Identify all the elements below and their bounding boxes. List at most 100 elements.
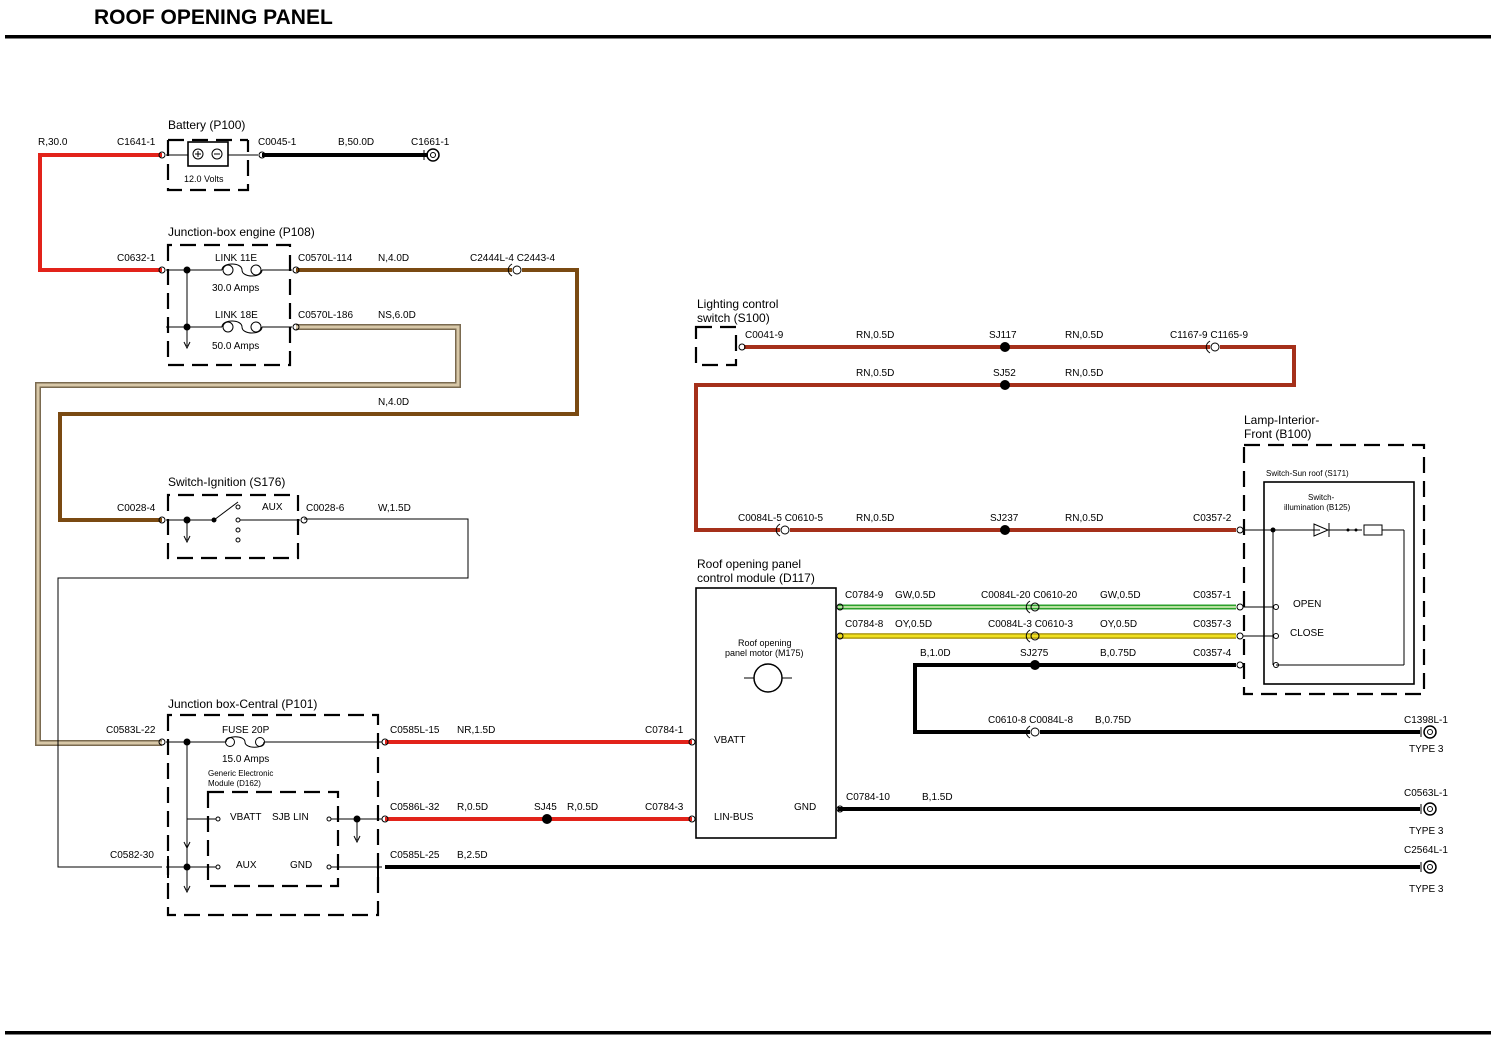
footer-rule	[5, 1031, 1491, 1035]
gem-vbatt-label: VBATT	[230, 812, 261, 823]
splice-sj117	[1000, 342, 1010, 352]
conn-c0586: C0586L-32	[390, 802, 440, 813]
lighting-switch-label-2: switch (S100)	[697, 311, 770, 325]
conn-sj52: SJ52	[993, 368, 1016, 379]
gem-gnd-label: GND	[290, 860, 312, 871]
module-linbus-label: LIN-BUS	[714, 812, 754, 823]
wire-label-rn5: RN,0.5D	[856, 513, 894, 524]
wire-label-r05a: R,0.5D	[457, 802, 488, 813]
conn-c0357-4: C0357-4	[1193, 648, 1232, 659]
conn-c0357-2: C0357-2	[1193, 513, 1232, 524]
lamp-label-2: Front (B100)	[1244, 427, 1311, 441]
wire-label-rn2: RN,0.5D	[1065, 330, 1103, 341]
wire-label-w15: W,1.5D	[378, 503, 411, 514]
wire-label-oy1: OY,0.5D	[895, 619, 932, 630]
wire-label-b25: B,2.5D	[457, 850, 488, 861]
conn-sj237: SJ237	[990, 513, 1019, 524]
splice-sj45	[542, 814, 552, 824]
page-title: ROOF OPENING PANEL	[94, 6, 333, 29]
connector-c2444-icon	[507, 263, 522, 277]
wire-label-b075b: B,0.75D	[1095, 715, 1131, 726]
jb-engine-label: Junction-box engine (P108)	[168, 225, 315, 239]
conn-c0784-10: C0784-10	[846, 792, 890, 803]
wire-n4-loop	[58, 268, 579, 522]
battery-label: Battery (P100)	[168, 118, 245, 132]
lamp-label-1: Lamp-Interior-	[1244, 413, 1319, 427]
wire-ns6-outer	[35, 324, 461, 746]
type3-c2564: TYPE 3	[1409, 884, 1444, 895]
connector-c0610-8-icon	[1025, 725, 1040, 739]
conn-c1167: C1167-9 C1165-9	[1170, 330, 1248, 341]
lighting-control-switch	[694, 325, 746, 367]
ground-c1398-icon	[1420, 725, 1437, 739]
module-gnd-label: GND	[794, 802, 816, 813]
conn-c1641: C1641-1	[117, 137, 156, 148]
motor-label-1: Roof opening	[738, 638, 792, 648]
link-11e-rating: 30.0 Amps	[212, 283, 259, 294]
conn-c0028-6: C0028-6	[306, 503, 345, 514]
conn-c0570-186: C0570L-186	[298, 310, 353, 321]
conn-c1398: C1398L-1	[1404, 715, 1448, 726]
wire-label-rn6: RN,0.5D	[1065, 513, 1103, 524]
wire-label-nr15: NR,1.5D	[457, 725, 495, 736]
close-label: CLOSE	[1290, 628, 1324, 639]
conn-c0563: C0563L-1	[1404, 788, 1448, 799]
wire-label-rn3: RN,0.5D	[856, 368, 894, 379]
conn-c0582: C0582-30	[110, 850, 154, 861]
link-11e-label: LINK 11E	[215, 253, 257, 264]
illumination-label-2: illumination (B125)	[1284, 503, 1351, 512]
battery-voltage: 12.0 Volts	[184, 174, 224, 184]
connector-c0084l5-icon	[775, 523, 790, 537]
link-18e-label: LINK 18E	[215, 310, 258, 321]
link-18e-rating: 50.0 Amps	[212, 341, 259, 352]
wire-w15	[57, 518, 469, 868]
conn-c0784-3: C0784-3	[645, 802, 684, 813]
wire-b10	[913, 663, 1236, 734]
conn-c0084-20: C0084L-20 C0610-20	[981, 590, 1078, 601]
fuse-20p-rating: 15.0 Amps	[222, 754, 269, 765]
wire-label-b15: B,1.5D	[922, 792, 953, 803]
roof-opening-module	[688, 587, 844, 839]
wire-label-r05b: R,0.5D	[567, 802, 598, 813]
connector-c1167-icon	[1205, 340, 1220, 354]
splice-sj52	[1000, 380, 1010, 390]
gem-aux-label: AUX	[236, 860, 257, 871]
ground-c0563-icon	[1420, 802, 1437, 816]
conn-c0632: C0632-1	[117, 253, 156, 264]
ignition-label: Switch-Ignition (S176)	[168, 475, 285, 489]
conn-sj117: SJ117	[989, 330, 1017, 341]
wire-ns6-inner	[36, 325, 460, 745]
conn-sj45: SJ45	[534, 802, 557, 813]
lighting-switch-label-1: Lighting control	[697, 297, 778, 311]
conn-c0045: C0045-1	[258, 137, 297, 148]
type3-c1398: TYPE 3	[1409, 744, 1444, 755]
conn-c0784-1: C0784-1	[645, 725, 684, 736]
conn-c0357-1: C0357-1	[1193, 590, 1232, 601]
ground-c2564-icon	[1420, 860, 1437, 874]
type3-c0563: TYPE 3	[1409, 826, 1444, 837]
conn-c0583: C0583L-22	[106, 725, 156, 736]
lamp-interior-front	[1236, 443, 1426, 696]
conn-sj275: SJ275	[1020, 648, 1049, 659]
wire-label-n4-mid: N,4.0D	[378, 397, 409, 408]
wire-label-ns6: NS,6.0D	[378, 310, 416, 321]
wire-label-b075a: B,0.75D	[1100, 648, 1136, 659]
junction-box-central	[158, 713, 389, 917]
battery	[158, 138, 266, 192]
wire-label-gw2: GW,0.5D	[1100, 590, 1141, 601]
conn-c0357-3: C0357-3	[1193, 619, 1232, 630]
wire-label-n4-top: N,4.0D	[378, 253, 409, 264]
conn-c0041: C0041-9	[745, 330, 784, 341]
gem-sjblin-label: SJB LIN	[272, 812, 309, 823]
module-label-1: Roof opening panel	[697, 557, 801, 571]
wire-label-rn1: RN,0.5D	[856, 330, 894, 341]
wire-label-b50: B,50.0D	[338, 137, 374, 148]
conn-c0084-5: C0084L-5 C0610-5	[738, 513, 823, 524]
wire-label-gw1: GW,0.5D	[895, 590, 936, 601]
gem-label-2: Module (D162)	[208, 779, 261, 788]
wire-rn-loop	[694, 345, 1296, 532]
ignition-aux-label: AUX	[262, 502, 283, 513]
switch-ignition	[158, 493, 308, 560]
open-label: OPEN	[1293, 599, 1321, 610]
